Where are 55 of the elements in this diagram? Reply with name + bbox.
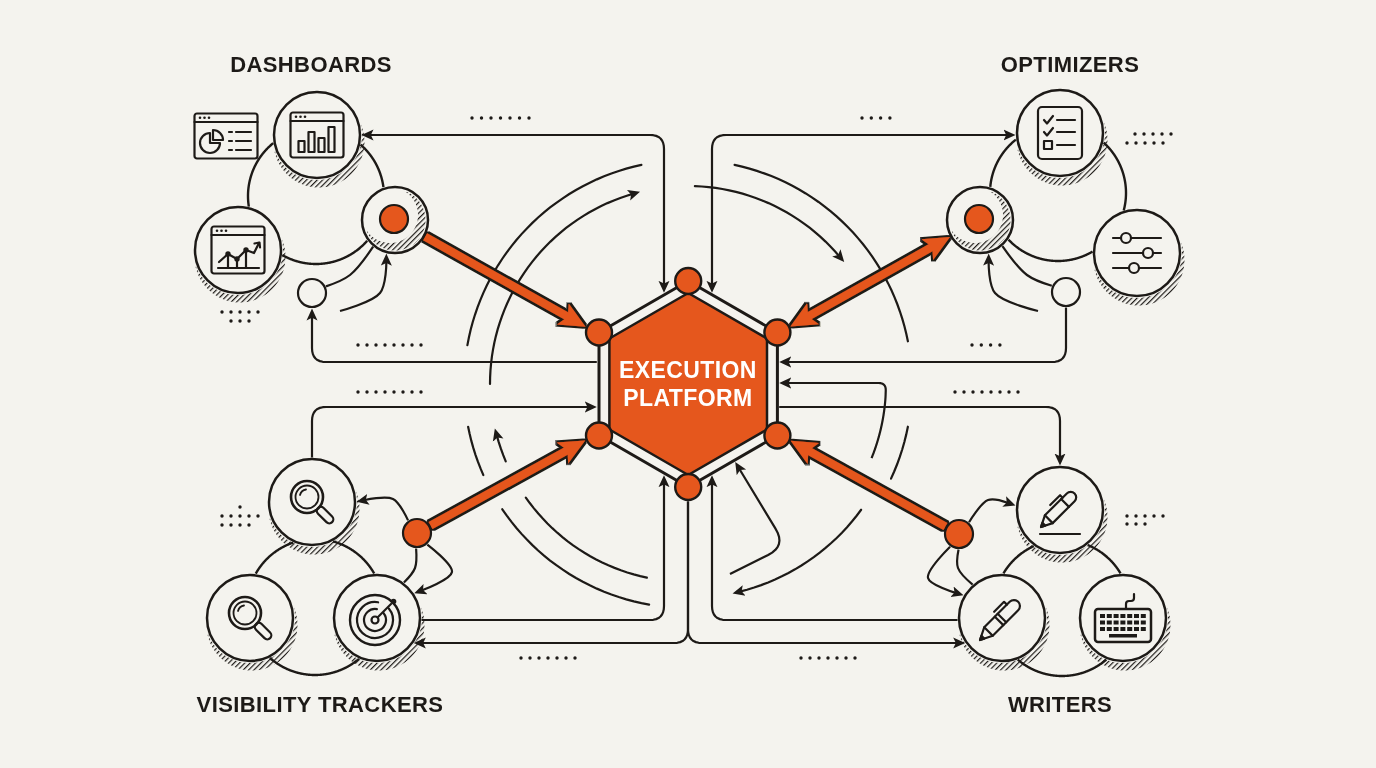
connector-line: [269, 657, 360, 677]
icon-circle: [1078, 573, 1173, 671]
arrow: [310, 401, 597, 458]
arrow: [414, 543, 454, 595]
connector-line: [956, 549, 974, 586]
node-label: EXECUTION PLATFORM: [618, 356, 758, 412]
arrow: [706, 475, 958, 622]
connector-line: [403, 548, 418, 584]
connector-dot: [943, 518, 975, 550]
connector-line: [246, 142, 275, 208]
icon-circle: [272, 90, 367, 188]
icon-circle: [332, 573, 427, 671]
small-circle: [1050, 276, 1082, 308]
connector-line: [1007, 238, 1094, 263]
thick-arrow: [428, 440, 586, 530]
connector-line: [989, 138, 1017, 188]
icon-circle: [193, 205, 288, 303]
arrow: [779, 405, 1066, 466]
connector-line: [359, 143, 385, 188]
connector-line: [281, 239, 369, 266]
hub-circle: [945, 185, 1015, 255]
connector-line: [1102, 141, 1128, 212]
icon-circle: [1092, 208, 1187, 306]
double-arrow: [706, 129, 1016, 293]
arrow: [306, 308, 597, 364]
connector-line: [1086, 543, 1122, 575]
connector-line: [1001, 245, 1053, 287]
group-title: VISIBILITY TRACKERS: [196, 692, 444, 718]
small-circle: [296, 277, 328, 309]
hub-circle: [360, 185, 430, 255]
icon-circle: [205, 573, 300, 671]
hexagon: [582, 265, 794, 503]
group-title: WRITERS: [1007, 692, 1113, 718]
arrow: [729, 462, 781, 575]
icon-circle: [1015, 88, 1110, 186]
arrow: [779, 307, 1068, 368]
icon-circle: [267, 457, 362, 555]
arrow: [926, 545, 964, 598]
arrow: [983, 253, 1039, 313]
connector-line: [325, 246, 375, 288]
connector-dot: [401, 517, 433, 549]
thick-arrow: [790, 440, 948, 530]
group-title: OPTIMIZERS: [1000, 52, 1140, 78]
icon-circle: [957, 573, 1052, 671]
arrow: [779, 377, 887, 459]
arrow: [339, 253, 392, 313]
connector-line: [254, 541, 295, 575]
thick-arrow: [423, 233, 586, 327]
connector-line: [1002, 545, 1035, 575]
group-title: DASHBOARDS: [230, 52, 392, 78]
double-arrow: [361, 129, 670, 293]
arrow: [968, 496, 1016, 523]
arrow: [421, 475, 670, 622]
icon-circle: [1015, 465, 1110, 563]
thick-double-arrow: [790, 236, 950, 327]
